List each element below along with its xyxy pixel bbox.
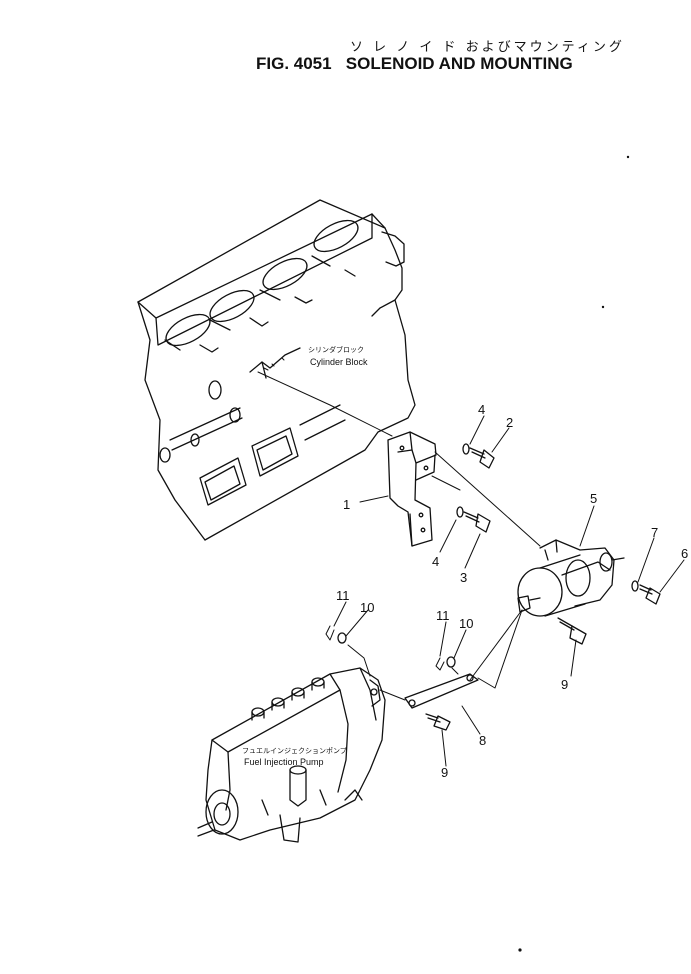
callout-10-upper: 10	[360, 600, 374, 615]
cylinder-block	[137, 199, 416, 541]
callout-11-lower: 11	[436, 608, 450, 623]
callout-9-upper: 9	[561, 677, 568, 692]
callout-2: 2	[506, 415, 513, 430]
fuel-pump-label-jp: フュエルインジェクションポンプ	[242, 747, 347, 755]
bolt-9-lower	[425, 713, 451, 731]
callout-6: 6	[681, 546, 688, 561]
callout-1: 1	[343, 497, 350, 512]
fuel-injection-pump	[197, 667, 386, 843]
figure-number: FIG. 4051	[256, 54, 332, 73]
callout-5: 5	[590, 491, 597, 506]
bolt-3	[463, 511, 491, 533]
cylinder-block-label-jp: シリンダブロック	[308, 345, 364, 354]
figure-name: SOLENOID AND MOUNTING	[345, 54, 573, 73]
fuel-pump-label: Fuel Injection Pump	[244, 757, 324, 767]
callout-11-upper: 11	[336, 588, 350, 603]
callout-8: 8	[479, 733, 486, 748]
callout-3: 3	[460, 570, 467, 585]
mounting-bracket	[387, 431, 437, 547]
callout-10-lower: 10	[459, 616, 473, 631]
callout-4-lower: 4	[432, 554, 439, 569]
bolt-9-upper	[557, 617, 587, 645]
cylinder-block-label: Cylinder Block	[310, 357, 368, 367]
callout-7: 7	[651, 525, 658, 540]
solenoid	[517, 539, 625, 617]
figure-title: FIG. 4051 SOLENOID AND MOUNTING	[256, 54, 573, 74]
control-link	[404, 673, 479, 709]
callout-4-upper: 4	[478, 402, 485, 417]
callout-9-lower: 9	[441, 765, 448, 780]
figure-title-japanese: ソ レ ノ イ ド およびマウンティング	[350, 40, 625, 55]
bolt-6	[639, 584, 661, 605]
bolt-2	[469, 447, 495, 469]
